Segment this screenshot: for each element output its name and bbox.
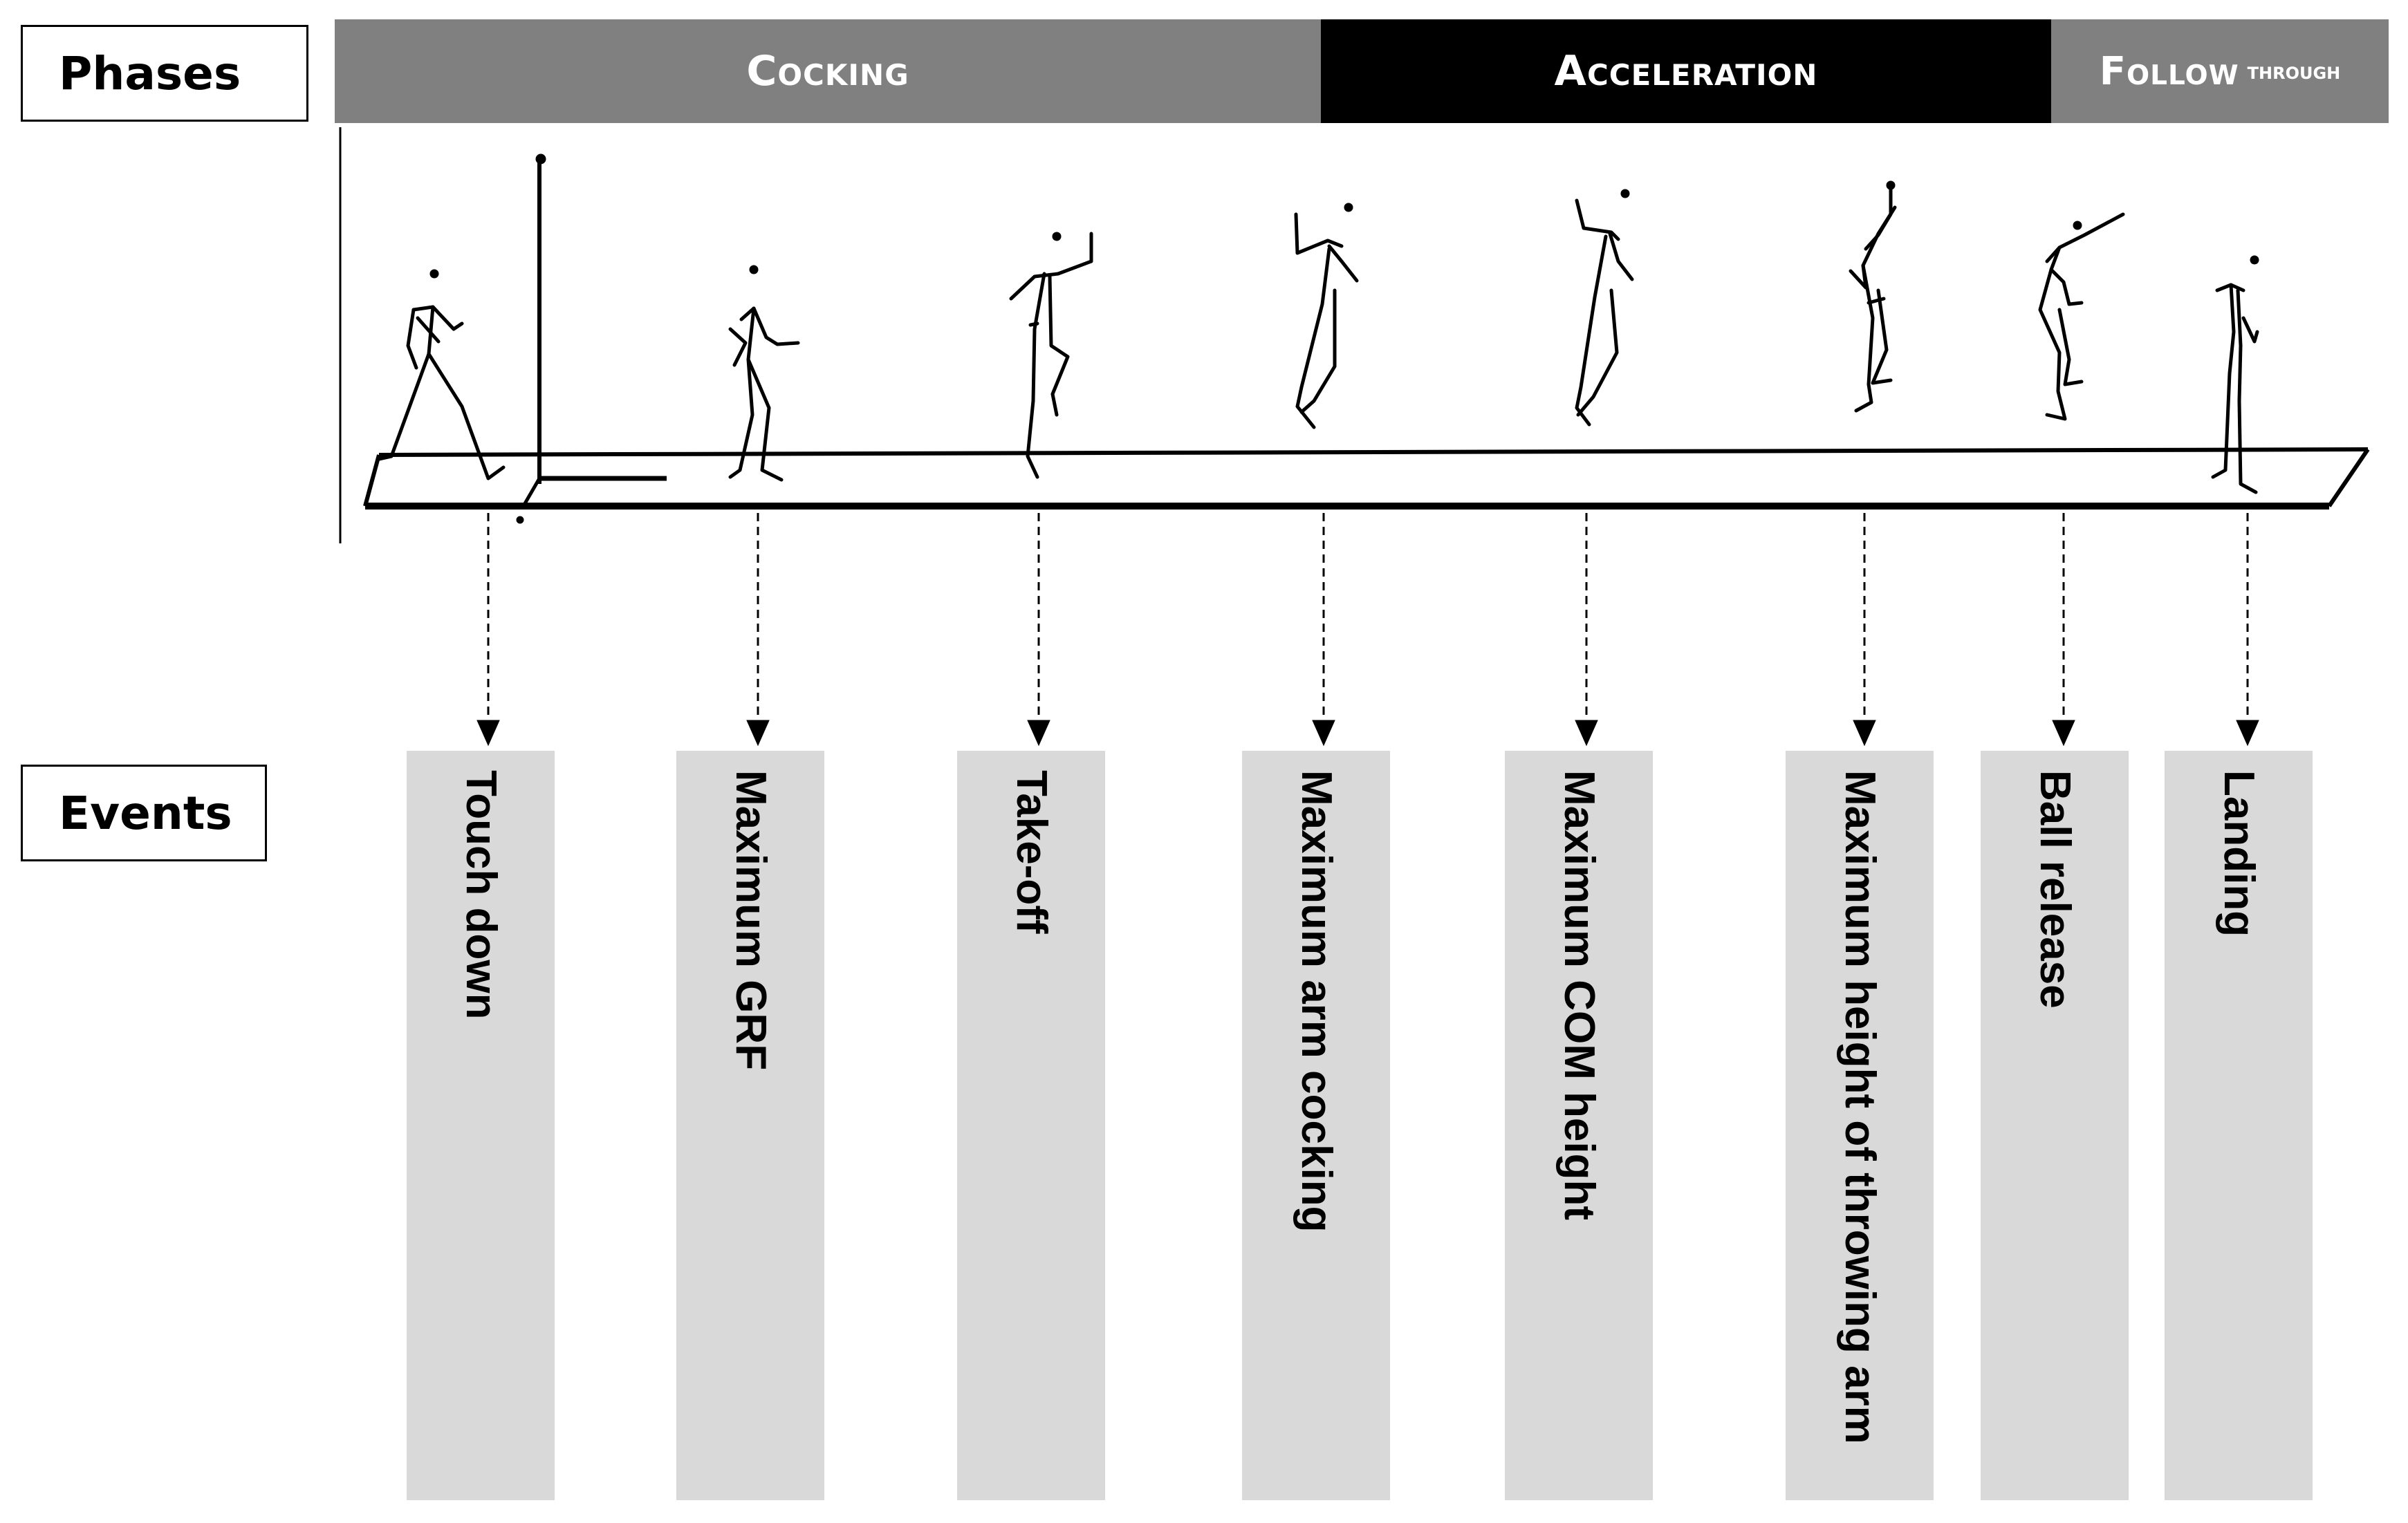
phase-acceleration: Acceleration (1321, 19, 2051, 123)
event-label-landing: Landing (2215, 770, 2263, 937)
arrow-touch-down (476, 513, 500, 747)
event-box-touch-down: Touch down (407, 751, 555, 1500)
phase-acceleration-label: Acceleration (1554, 47, 1818, 95)
figure-touch-down (377, 269, 506, 480)
axis-marker (516, 153, 667, 524)
event-box-max-com-height: Maximum COM height (1505, 751, 1653, 1500)
event-box-landing: Landing (2165, 751, 2313, 1500)
events-label: Events (21, 765, 267, 861)
event-box-ball-release: Ball release (1981, 751, 2129, 1500)
event-label-ball-release: Ball release (2031, 770, 2079, 1009)
event-label-touch-down: Touch down (457, 770, 505, 1020)
phase-follow-through: Follow through (2051, 19, 2389, 123)
figure-landing (2211, 255, 2259, 494)
figure-take-off (1009, 232, 1093, 479)
event-box-max-arm-cocking: Maximum arm cocking (1242, 751, 1390, 1500)
figure-ball-release (2038, 212, 2125, 421)
arrow-take-off (1027, 513, 1050, 747)
event-box-max-throwing-arm: Maximum height of throwing arm (1786, 751, 1934, 1500)
phase-follow-small-label: through (2247, 57, 2341, 85)
arrow-landing (2236, 513, 2259, 747)
arrow-max-com-height (1575, 513, 1598, 747)
phase-cocking: Cocking (335, 19, 1321, 123)
figure-max-com-height (1575, 189, 1634, 427)
event-box-take-off: Take-off (957, 751, 1105, 1500)
event-label-take-off: Take-off (1008, 770, 1055, 934)
figure-max-throwing-arm (1849, 180, 1897, 413)
figure-max-grf (728, 265, 800, 482)
phases-label: Phases (21, 25, 308, 122)
arrow-max-throwing-arm (1853, 513, 1876, 747)
event-label-max-grf: Maximum GRF (727, 770, 775, 1071)
ground-platform (363, 447, 2370, 510)
event-label-max-com-height: Maximum COM height (1555, 770, 1603, 1221)
event-arrows (476, 513, 2259, 747)
figure-max-arm-cocking (1294, 203, 1359, 429)
phase-follow-label: Follow (2099, 48, 2239, 94)
arrow-ball-release (2052, 513, 2075, 747)
phase-cocking-label: Cocking (746, 47, 909, 95)
stick-figures (377, 180, 2259, 494)
arrow-max-arm-cocking (1312, 513, 1335, 747)
event-label-max-throwing-arm: Maximum height of throwing arm (1836, 770, 1884, 1444)
event-box-max-grf: Maximum GRF (676, 751, 824, 1500)
arrow-max-grf (746, 513, 770, 747)
event-label-max-arm-cocking: Maximum arm cocking (1293, 770, 1340, 1233)
